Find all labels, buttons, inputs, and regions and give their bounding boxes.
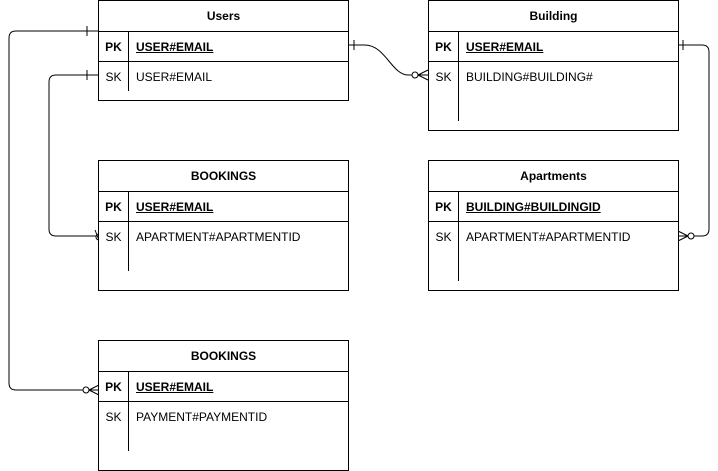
entity-title: BOOKINGS bbox=[99, 161, 348, 192]
column-divider bbox=[458, 192, 459, 281]
pk-label: PK bbox=[435, 200, 452, 214]
pk-label: PK bbox=[105, 380, 122, 394]
pk-attribute: USER#EMAIL bbox=[136, 380, 214, 394]
column-divider bbox=[458, 32, 459, 121]
column-divider bbox=[128, 372, 129, 451]
primary-key-row: PK USER#EMAIL bbox=[99, 32, 348, 62]
entity-apartments[interactable]: Apartments PK BUILDING#BUILDINGID SK APA… bbox=[428, 160, 679, 291]
entity-title: Apartments bbox=[429, 161, 678, 192]
connector-users-bookings-apartment bbox=[48, 70, 104, 241]
connector-users-bookings-payment bbox=[8, 26, 100, 396]
pk-label: PK bbox=[435, 40, 452, 54]
column-divider bbox=[128, 192, 129, 271]
connector-building-apartments bbox=[677, 40, 710, 242]
pk-attribute: USER#EMAIL bbox=[136, 40, 214, 54]
sk-attribute: APARTMENT#APARTMENTID bbox=[466, 230, 631, 244]
sk-label: SK bbox=[105, 70, 122, 84]
sk-attribute: PAYMENT#PAYMENTID bbox=[136, 410, 268, 424]
primary-key-row: PK USER#EMAIL bbox=[99, 192, 348, 222]
sk-label: SK bbox=[105, 410, 122, 424]
sort-key-row: SK USER#EMAIL bbox=[99, 62, 348, 92]
sk-label: SK bbox=[435, 70, 452, 84]
pk-attribute: USER#EMAIL bbox=[466, 40, 544, 54]
sort-key-row: SK APARTMENT#APARTMENTID bbox=[99, 222, 348, 252]
sort-key-row: SK APARTMENT#APARTMENTID bbox=[429, 222, 678, 252]
column-divider bbox=[128, 32, 129, 91]
entity-bookings-apartment[interactable]: BOOKINGS PK USER#EMAIL SK APARTMENT#APAR… bbox=[98, 160, 349, 291]
entity-title: BOOKINGS bbox=[99, 341, 348, 372]
primary-key-row: PK BUILDING#BUILDINGID bbox=[429, 192, 678, 222]
connector-users-building bbox=[349, 40, 429, 81]
pk-attribute: BUILDING#BUILDINGID bbox=[466, 200, 601, 214]
sk-attribute: APARTMENT#APARTMENTID bbox=[136, 230, 301, 244]
sk-attribute: BUILDING#BUILDING# bbox=[466, 70, 593, 84]
sk-label: SK bbox=[435, 230, 452, 244]
sort-key-row: SK BUILDING#BUILDING# bbox=[429, 62, 678, 92]
pk-label: PK bbox=[105, 40, 122, 54]
primary-key-row: PK USER#EMAIL bbox=[429, 32, 678, 62]
sk-label: SK bbox=[105, 230, 122, 244]
primary-key-row: PK USER#EMAIL bbox=[99, 372, 348, 402]
sort-key-row: SK PAYMENT#PAYMENTID bbox=[99, 402, 348, 432]
entity-title: Building bbox=[429, 1, 678, 32]
sk-attribute: USER#EMAIL bbox=[136, 70, 213, 84]
pk-label: PK bbox=[105, 200, 122, 214]
entity-title: Users bbox=[99, 1, 348, 32]
entity-bookings-payment[interactable]: BOOKINGS PK USER#EMAIL SK PAYMENT#PAYMEN… bbox=[98, 340, 349, 471]
entity-users[interactable]: Users PK USER#EMAIL SK USER#EMAIL bbox=[98, 0, 349, 101]
entity-building[interactable]: Building PK USER#EMAIL SK BUILDING#BUILD… bbox=[428, 0, 679, 131]
pk-attribute: USER#EMAIL bbox=[136, 200, 214, 214]
